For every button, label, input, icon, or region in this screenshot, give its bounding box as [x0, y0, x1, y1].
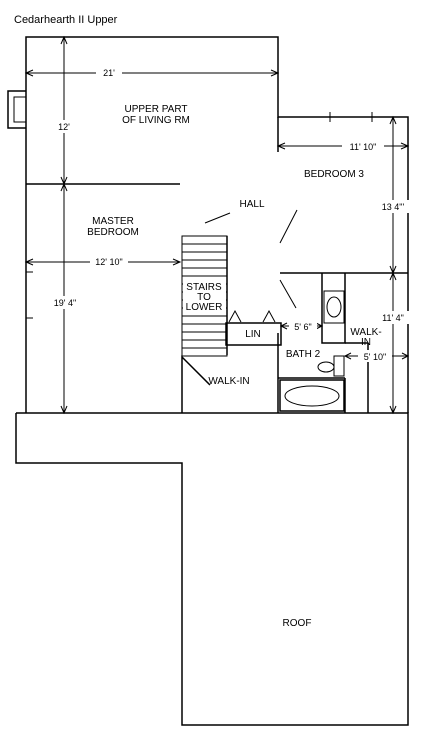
- stairs-label-line1: STAIRS: [186, 282, 222, 293]
- hall-label: HALL: [239, 199, 264, 210]
- walkin-left-label: WALK-IN: [208, 376, 249, 387]
- plan-title: Cedarhearth II Upper: [14, 14, 118, 26]
- dim-master-height: 19' 4": [54, 298, 76, 308]
- master-bedroom-label-line2: BEDROOM: [87, 227, 139, 238]
- dim-walkin-width: 5' 10": [364, 352, 386, 362]
- sink: [326, 296, 342, 318]
- dim-right-height: 11' 4": [382, 313, 404, 323]
- interior-walls: [181, 117, 408, 413]
- bathtub: [279, 379, 345, 412]
- dim-bedroom3-height: 13 4"': [382, 202, 405, 212]
- living-room-label-line2: OF LIVING RM: [122, 115, 190, 126]
- master-bedroom-label-line1: MASTER: [92, 216, 134, 227]
- bedroom3-label: BEDROOM 3: [304, 169, 364, 180]
- dim-width-21: 21': [103, 68, 115, 78]
- toilet: [317, 361, 335, 373]
- linen-label: LIN: [245, 329, 261, 340]
- exterior-walls: [7, 36, 409, 413]
- bath2-label: BATH 2: [286, 349, 321, 360]
- dimension-lines: [24, 35, 410, 415]
- roof-label: ROOF: [283, 618, 312, 629]
- dim-height-12: 12': [58, 122, 70, 132]
- walkin-right-label-line2: IN: [361, 337, 371, 348]
- dim-bath-width: 5' 6": [294, 322, 311, 332]
- dim-bedroom3-width: 11' 10": [350, 142, 377, 152]
- living-room-label-line1: UPPER PART: [125, 104, 188, 115]
- bath-fixtures: [279, 290, 345, 412]
- walkin-right-label-line1: WALK-: [350, 327, 381, 338]
- stairs-label-line3: LOWER: [186, 302, 223, 313]
- stairs: [181, 235, 228, 357]
- roof-outline: [15, 412, 409, 726]
- stairs-label-line2: TO: [197, 292, 211, 303]
- dim-master-width: 12' 10": [95, 257, 122, 267]
